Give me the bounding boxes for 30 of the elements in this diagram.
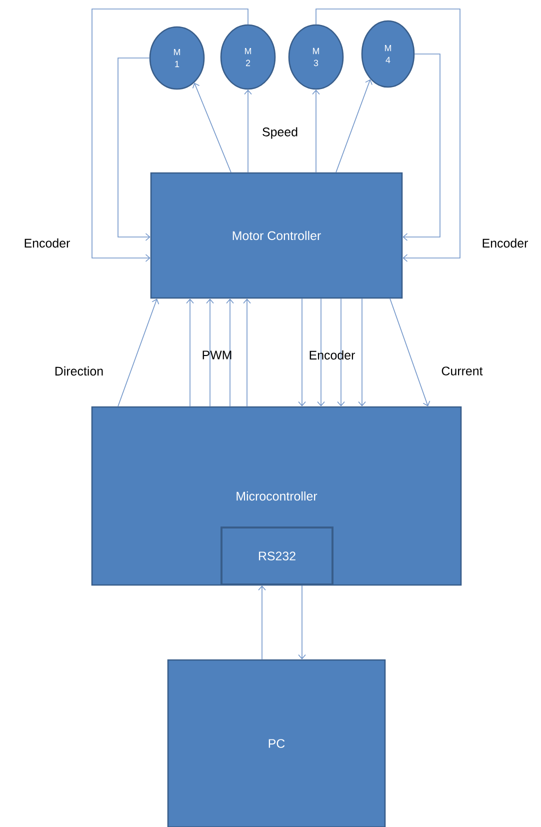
signal-label: Direction xyxy=(55,366,103,376)
arrow xyxy=(316,8,460,262)
arrow xyxy=(337,298,345,406)
signal-label: Speed xyxy=(262,127,298,139)
arrow xyxy=(390,298,430,406)
arrow xyxy=(402,54,440,241)
arrow xyxy=(258,586,266,660)
arrow xyxy=(206,298,214,407)
arrow xyxy=(244,90,252,173)
process-box: Motor Controller xyxy=(150,172,403,299)
arrow xyxy=(336,79,372,173)
arrow xyxy=(192,82,232,173)
arrow xyxy=(298,298,306,406)
arrow xyxy=(317,298,325,406)
arrow xyxy=(226,298,234,407)
signal-label: Encoder xyxy=(310,350,355,360)
arrow xyxy=(298,585,306,660)
arrow xyxy=(92,8,248,262)
arrow xyxy=(118,58,150,241)
signal-label: PWM xyxy=(202,350,232,360)
process-box: PC xyxy=(167,659,386,827)
arrow xyxy=(118,298,160,407)
arrow xyxy=(358,298,366,406)
arrow xyxy=(186,298,194,407)
arrow xyxy=(243,298,251,407)
signal-label: Current xyxy=(442,366,483,376)
arrow xyxy=(312,90,320,173)
signal-label: Encoder xyxy=(482,238,528,248)
port-box: RS232 xyxy=(220,526,334,586)
signal-label: Encoder xyxy=(24,238,70,248)
